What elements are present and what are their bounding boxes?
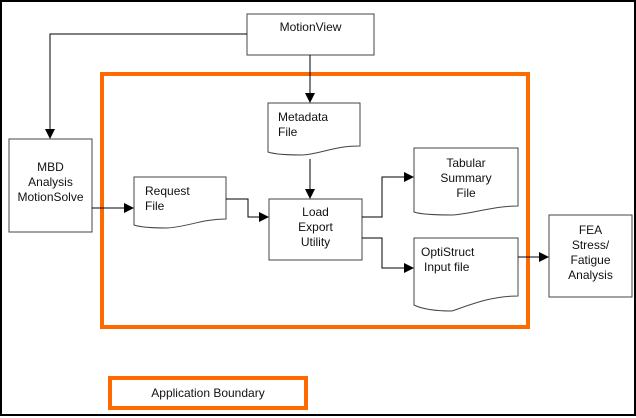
arrow-load-to-tabular	[362, 172, 414, 218]
load-export-line-2: Export	[298, 220, 333, 234]
optistruct-doc	[413, 237, 519, 312]
load-export-line-3: Utility	[300, 235, 331, 249]
arrow-request-to-load	[226, 198, 269, 222]
fea-line-3: Fatigue	[570, 253, 611, 267]
fea-label: FEA Stress/ Fatigue Analysis	[549, 223, 632, 283]
arrow-motionview-to-mbd	[45, 33, 247, 139]
load-export-line-1: Load	[302, 205, 329, 219]
legend-label: Application Boundary	[151, 386, 265, 400]
load-export-label: Load Export Utility	[269, 205, 362, 250]
metadata-doc	[267, 102, 361, 156]
mbd-line-1: MBD	[37, 160, 64, 174]
load-export-box	[268, 198, 363, 261]
motionview-label: MotionView	[279, 20, 342, 34]
optistruct-label: OptiStruct Input file	[421, 245, 474, 275]
tabular-line-2: Summary	[440, 171, 492, 185]
request-doc	[133, 176, 227, 229]
optistruct-line-2: Input file	[424, 260, 470, 274]
request-line-1: Request	[145, 184, 190, 198]
mbd-box	[8, 138, 93, 233]
tabular-line-1: Tabular	[446, 156, 486, 170]
motionview-box	[246, 13, 375, 56]
metadata-label: Metadata File	[278, 110, 328, 140]
tabular-doc	[413, 147, 519, 216]
tabular-label: Tabular Summary File	[414, 156, 518, 201]
arrow-load-to-optistruct	[362, 237, 414, 273]
metadata-line-1: Metadata	[278, 110, 329, 124]
request-label: Request File	[145, 184, 190, 214]
application-boundary	[100, 72, 530, 329]
fea-line-2: Stress/	[571, 238, 610, 252]
legend-box	[108, 376, 308, 410]
mbd-line-2: Analysis	[28, 175, 73, 189]
fea-line-1: FEA	[578, 223, 603, 237]
fea-box	[548, 214, 633, 298]
mbd-line-3: MotionSolve	[17, 190, 84, 204]
optistruct-line-1: OptiStruct	[421, 245, 475, 259]
tabular-line-3: File	[456, 186, 476, 200]
metadata-line-2: File	[278, 125, 298, 139]
fea-line-4: Analysis	[568, 268, 613, 282]
mbd-label: MBD Analysis MotionSolve	[9, 160, 92, 205]
request-line-2: File	[145, 199, 165, 213]
